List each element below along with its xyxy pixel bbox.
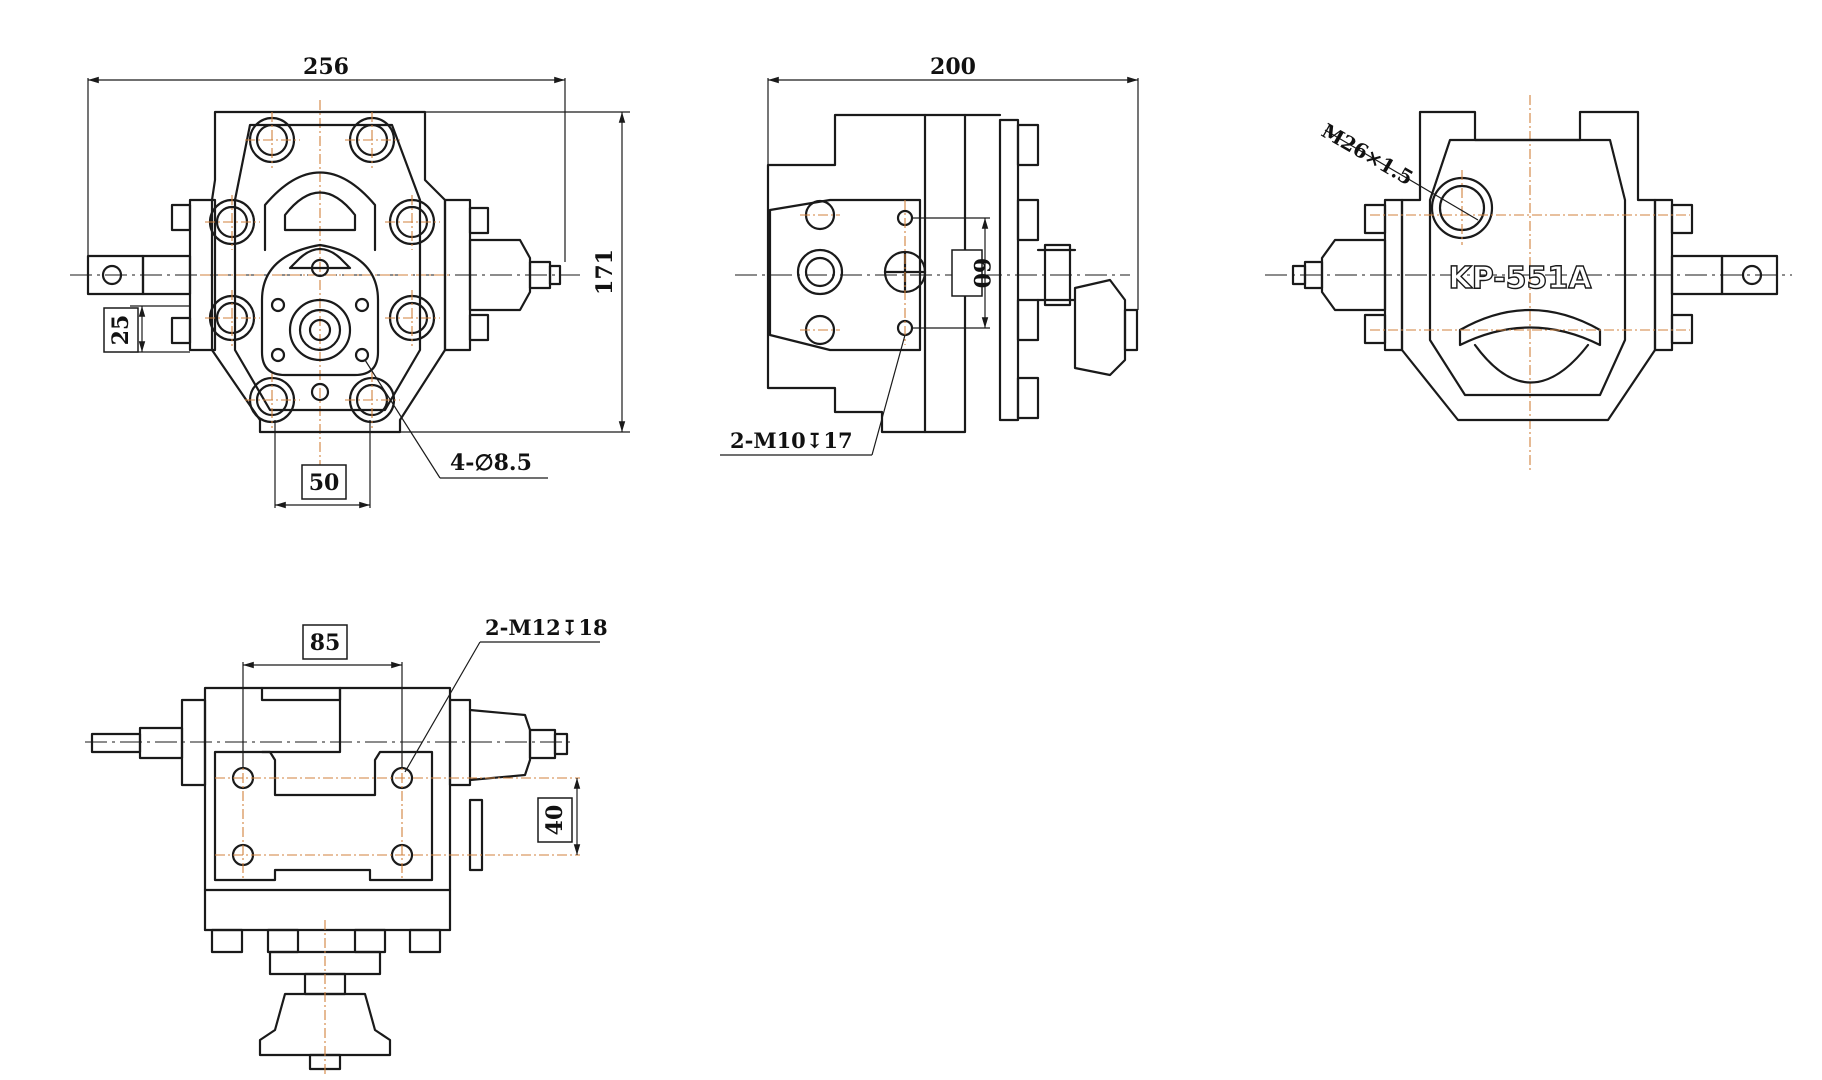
side-width-dim: 200 — [930, 54, 976, 80]
front-height-dim: 171 — [592, 249, 618, 295]
bottom-thread-note: 2-M12↧18 — [485, 615, 608, 640]
bottom-view: 85 40 2-M12↧18 — [85, 615, 608, 1075]
side-view: 200 60 2-M10↧17 — [720, 54, 1139, 456]
side-spacing-dim: 60 — [968, 258, 994, 289]
back-port-note: M26×1.5 — [1318, 119, 1418, 191]
front-width-dim: 256 — [303, 54, 349, 80]
side-thread-note: 2-M10↧17 — [730, 428, 853, 453]
front-offset-dim: 25 — [108, 315, 134, 346]
bottom-spacing-x-dim: 85 — [310, 630, 341, 656]
model-mark: KP-551A — [1449, 261, 1593, 296]
front-spacing-dim: 50 — [309, 470, 340, 496]
back-view: M26×1.5 KP-551A — [1265, 95, 1792, 470]
front-view: 256 171 25 50 4-∅8.5 — [70, 54, 630, 509]
bottom-spacing-y-dim: 40 — [542, 805, 568, 836]
front-hole-note: 4-∅8.5 — [450, 450, 532, 476]
